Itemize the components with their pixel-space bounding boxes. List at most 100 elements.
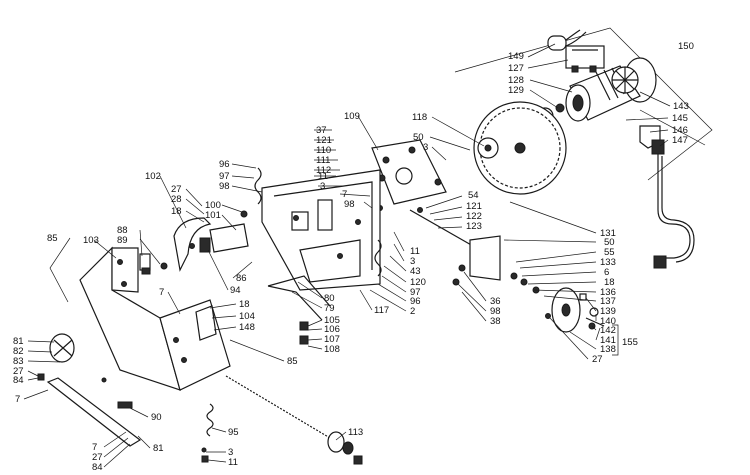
motor-assembly-frame	[454, 27, 713, 181]
part-label: 112	[316, 165, 331, 176]
part-label: 3	[228, 447, 233, 458]
part-label: 111	[316, 155, 330, 166]
part-label: 141	[600, 335, 616, 346]
part-label: 138	[600, 344, 616, 355]
saw-blade	[473, 101, 567, 195]
part-label: 101	[205, 210, 221, 221]
part-label: 104	[239, 311, 255, 322]
part-label: 27	[171, 184, 182, 195]
part-label: 2	[410, 306, 415, 317]
part-label: 103	[83, 235, 99, 246]
base-cabinet	[79, 246, 231, 391]
fence-rail	[46, 377, 142, 447]
part-label: 54	[468, 190, 479, 201]
part-label: 81	[13, 336, 24, 347]
part-label: 82	[13, 346, 24, 357]
part-label: 7	[15, 394, 20, 405]
leader-lines	[23, 43, 671, 468]
part-label: 85	[287, 356, 298, 367]
part-label: 11	[410, 246, 420, 257]
capacitor	[547, 29, 587, 51]
part-label: 113	[348, 427, 363, 438]
part-label: 38	[490, 316, 501, 327]
part-label: 139	[600, 306, 616, 317]
part-label: 27	[592, 354, 603, 365]
side-bracket	[37, 333, 75, 381]
main-frame	[261, 169, 381, 291]
part-label: 18	[239, 299, 250, 310]
part-label: 105	[324, 315, 340, 326]
part-label: 131	[600, 228, 616, 239]
part-label: 28	[171, 194, 182, 205]
part-label: 6	[604, 267, 609, 278]
part-label: 121	[466, 201, 482, 212]
part-label: 133	[600, 257, 616, 268]
switch-plate	[199, 210, 249, 253]
part-label: 145	[672, 113, 688, 124]
part-label: 107	[324, 334, 340, 345]
part-label: 150	[678, 41, 694, 52]
part-label: 11	[228, 457, 238, 468]
part-label: 110	[316, 145, 331, 156]
cable-bracket	[639, 125, 665, 155]
part-label: 3	[423, 142, 428, 153]
part-label: 80	[324, 293, 335, 304]
part-label: 140	[600, 316, 616, 327]
part-label: 85	[47, 233, 58, 244]
part-label: 106	[324, 324, 340, 335]
part-label: 122	[466, 211, 482, 222]
part-label: 120	[410, 277, 426, 288]
part-label: 50	[604, 237, 615, 248]
part-label: 123	[466, 221, 482, 232]
part-label: 137	[600, 296, 616, 307]
part-label: 37	[316, 125, 327, 136]
lead-screw	[225, 375, 363, 465]
part-label: 121	[316, 135, 332, 146]
part-label: 90	[151, 412, 162, 423]
part-label: 118	[412, 112, 427, 123]
part-label: 7	[342, 189, 347, 200]
part-label: 100	[205, 200, 221, 211]
part-label: 3	[320, 181, 325, 192]
part-label: 89	[117, 235, 128, 246]
part-label: 81	[153, 443, 164, 454]
part-label: 55	[604, 247, 615, 258]
part-label: 109	[344, 111, 360, 122]
part-label: 7	[92, 442, 97, 453]
tilt-mechanism	[409, 207, 501, 286]
spring-95	[201, 403, 214, 463]
power-cord	[653, 154, 695, 269]
part-label: 148	[239, 322, 255, 333]
part-label: 18	[171, 206, 182, 217]
part-label: 83	[13, 356, 24, 367]
part-label: 79	[324, 303, 335, 314]
switch-box	[565, 45, 605, 73]
part-label: 3	[410, 256, 415, 267]
part-label: 98	[344, 199, 355, 210]
part-label: 86	[236, 273, 247, 284]
motor-fan	[611, 66, 639, 94]
part-label: 127	[508, 63, 524, 74]
spring-pins	[254, 167, 382, 277]
small-bracket	[139, 253, 168, 275]
part-label: 147	[672, 135, 688, 146]
part-label: 36	[490, 296, 501, 307]
part-label: 97	[410, 287, 421, 298]
part-label: 128	[508, 75, 524, 86]
part-label: 143	[673, 101, 689, 112]
rear-plate	[369, 139, 447, 211]
part-label: 136	[600, 287, 616, 298]
part-label: 50	[413, 132, 424, 143]
part-label: 149	[508, 51, 524, 62]
part-label: 117	[374, 305, 389, 316]
part-label: 84	[92, 462, 103, 473]
part-label: 43	[410, 266, 421, 277]
part-label: 7	[159, 287, 164, 298]
part-label: 11	[318, 171, 328, 182]
part-label: 27	[92, 452, 103, 463]
part-label: 146	[672, 125, 688, 136]
part-label: 98	[490, 306, 501, 317]
part-label: 98	[219, 181, 230, 192]
